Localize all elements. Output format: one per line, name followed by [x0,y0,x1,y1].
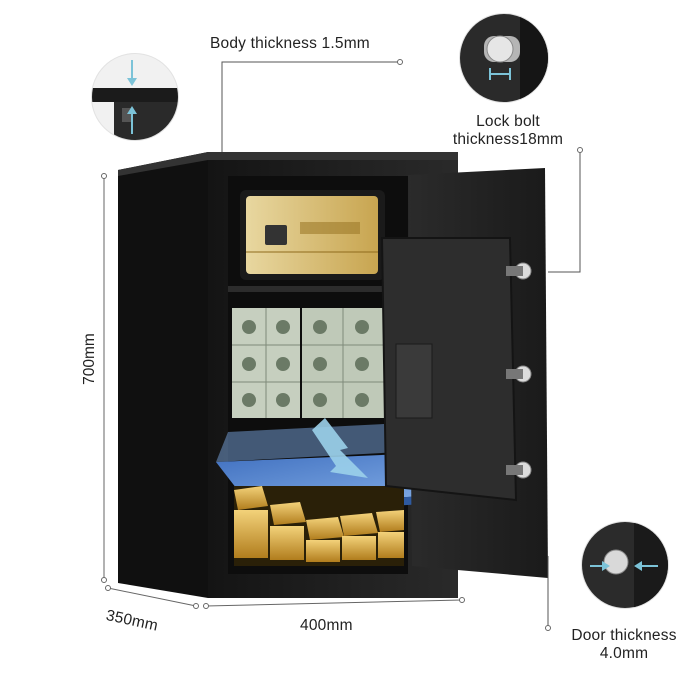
thickness-arrows-icon [127,60,137,134]
door-thickness-arrows-icon [590,561,658,571]
leader-lines [221,61,581,628]
door-thickness-label-line2: 4.0mm [599,645,649,662]
door-thickness-label-line1: Door thickness [571,627,677,644]
width-dimension-label: 400mm [300,617,353,634]
safe-side [118,152,208,598]
dimension-lines [103,176,463,607]
down-arrow-icon [312,418,368,478]
money-stacks [232,308,384,418]
body-thickness-label: Body thickness 1.5mm [210,35,370,52]
lock-bolt-label: Lock bolt thickness18mm [438,113,578,149]
lock-bolt-label-line2: thickness18mm [452,131,564,148]
door-thickness-detail [582,522,668,608]
safe-door [380,168,548,578]
body-thickness-detail [92,54,178,140]
door-thickness-label: Door thickness 4.0mm [556,627,692,663]
lock-bolt-icon [484,35,520,63]
lock-bolt-detail [460,14,548,102]
gold-bars [234,486,404,566]
keypad [265,225,287,245]
inner-drawer [246,196,378,274]
lock-bolt-label-line1: Lock bolt [476,113,540,130]
height-dimension-label: 700mm [81,333,98,385]
